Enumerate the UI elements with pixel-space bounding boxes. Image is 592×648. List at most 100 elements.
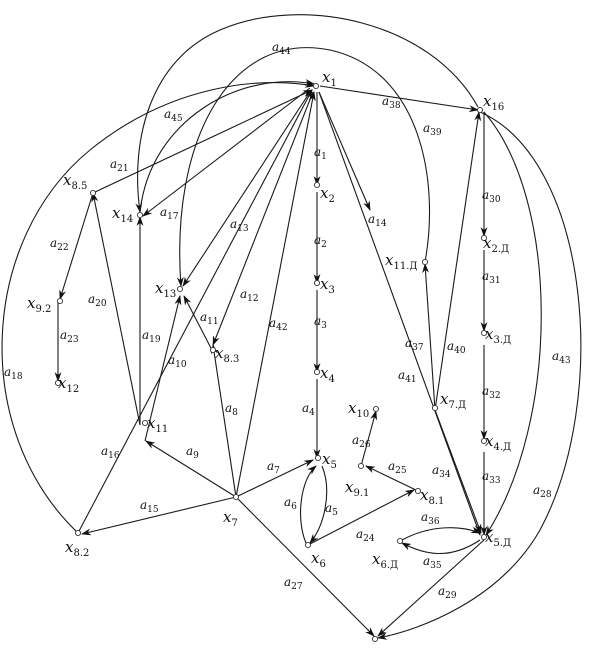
edge-label-base: a — [240, 287, 247, 301]
node-label-base: x — [311, 549, 320, 567]
edge-label-base: a — [230, 217, 237, 231]
node-label-sub: 2 — [328, 194, 334, 205]
edge-a5 — [309, 465, 328, 544]
edge-label-sub: 35 — [430, 561, 442, 571]
edge-label-base: a — [284, 575, 291, 589]
edge-a12 — [212, 91, 314, 346]
edge-a41 — [318, 91, 481, 536]
node-label-sub: 5 — [330, 460, 336, 471]
edge-a27 — [235, 496, 375, 637]
edge-label-sub: 32 — [489, 391, 500, 401]
edge-label-base: a — [4, 365, 11, 379]
edge-a9 — [145, 440, 237, 498]
edge-label-sub: 12 — [247, 294, 258, 304]
node-label-sub: 3 — [328, 285, 334, 296]
edge-label-sub: 18 — [11, 372, 23, 382]
edge-a35 — [401, 539, 481, 555]
node-dot-x12 — [54, 379, 62, 387]
edge-label-base: a — [325, 501, 332, 515]
edge-a7 — [235, 459, 314, 498]
node-dot-x5 — [314, 454, 322, 462]
edge-label-base: a — [398, 368, 405, 382]
edge-a16 — [77, 89, 313, 534]
edge-label-sub: 43 — [559, 356, 571, 366]
edge-label-base: a — [432, 463, 439, 477]
edge-label-sub: 9 — [193, 451, 199, 461]
edge-label-sub: 19 — [149, 335, 161, 345]
node-dot-x14 — [136, 211, 144, 219]
node-label-sub: 5.Д — [493, 538, 511, 549]
edge-label-a4: a4 — [302, 401, 315, 418]
edge-label-a26: a26 — [352, 433, 371, 450]
edge-label-sub: 7 — [274, 466, 280, 476]
node-label-x3: x3 — [320, 275, 335, 296]
node-label-base: x — [483, 234, 492, 252]
edge-label-sub: 27 — [291, 582, 303, 592]
edge-label-base: a — [164, 107, 171, 121]
node-label-base: x — [485, 325, 494, 343]
node-label-sub: 16 — [491, 102, 504, 113]
edge-label-a32: a32 — [482, 384, 501, 401]
node-dot-x6d — [396, 537, 404, 545]
node-label-base: x — [65, 538, 74, 556]
node-dot-sink — [371, 635, 379, 643]
edge-label-base: a — [160, 205, 167, 219]
node-label-sub: 8.5 — [71, 181, 87, 192]
node-label-base: x — [223, 508, 232, 526]
node-label-x4: x4 — [320, 364, 335, 385]
node-label-sub: 4.Д — [493, 442, 511, 453]
node-label-base: x — [27, 294, 36, 312]
node-label-x8_2: x8.2 — [65, 538, 89, 559]
node-label-sub: 8.3 — [223, 354, 239, 365]
edge-label-base: a — [482, 188, 489, 202]
edge-a6 — [300, 465, 317, 544]
node-label-sub: 14 — [120, 214, 133, 225]
edge-a26 — [360, 410, 377, 467]
node-dot-x2 — [313, 181, 321, 189]
edge-label-a23: a23 — [60, 328, 79, 345]
edge-a25 — [365, 465, 419, 492]
edge-label-sub: 30 — [489, 195, 501, 205]
node-label-base: x — [385, 251, 394, 269]
edge-a34 — [434, 409, 482, 534]
edge-label-a27: a27 — [284, 575, 303, 592]
edge-label-base: a — [314, 233, 321, 247]
node-label-x5d: x5.Д — [485, 528, 511, 549]
node-dot-x11 — [141, 419, 149, 427]
node-label-base: x — [348, 399, 357, 417]
node-dot-x8_3 — [209, 346, 217, 354]
edge-label-sub: 41 — [405, 375, 416, 385]
edge-label-a5: a5 — [325, 501, 338, 518]
node-dot-x3 — [313, 279, 321, 287]
node-label-x8_1: x8.1 — [420, 486, 444, 507]
edge-label-base: a — [269, 316, 276, 330]
edge-label-base: a — [186, 444, 193, 458]
node-dot-x8_1 — [414, 487, 422, 495]
node-label-sub: 11 — [155, 424, 168, 435]
edge-label-a13: a13 — [230, 217, 249, 234]
edge-label-base: a — [482, 384, 489, 398]
node-label-sub: 7.Д — [448, 400, 466, 411]
node-label-sub: 13 — [163, 289, 176, 300]
edge-label-base: a — [482, 269, 489, 283]
node-labels-layer: x1x2x3x4x5x6x7x8.1x8.2x8.3x8.5x9.1x9.2x1… — [27, 68, 511, 571]
edge-label-a45: a45 — [164, 107, 183, 124]
node-label-base: x — [155, 279, 164, 297]
node-label-base: x — [485, 528, 494, 546]
edge-label-a20: a20 — [88, 292, 107, 309]
edge-label-base: a — [368, 212, 375, 226]
node-label-x1: x1 — [322, 68, 337, 89]
edge-label-sub: 8 — [232, 408, 238, 418]
node-label-x9_2: x9.2 — [27, 294, 51, 315]
edge-label-base: a — [101, 444, 108, 458]
edge-label-a24: a24 — [356, 527, 375, 544]
node-label-x14: x14 — [112, 204, 133, 225]
node-label-base: x — [372, 550, 381, 568]
node-label-x4d: x4.Д — [485, 432, 511, 453]
node-label-base: x — [483, 92, 492, 110]
edge-label-sub: 16 — [108, 451, 120, 461]
node-dot-x9_2 — [56, 297, 64, 305]
edge-label-base: a — [482, 469, 489, 483]
edge-label-sub: 28 — [540, 490, 552, 500]
edge-label-sub: 33 — [489, 476, 501, 486]
